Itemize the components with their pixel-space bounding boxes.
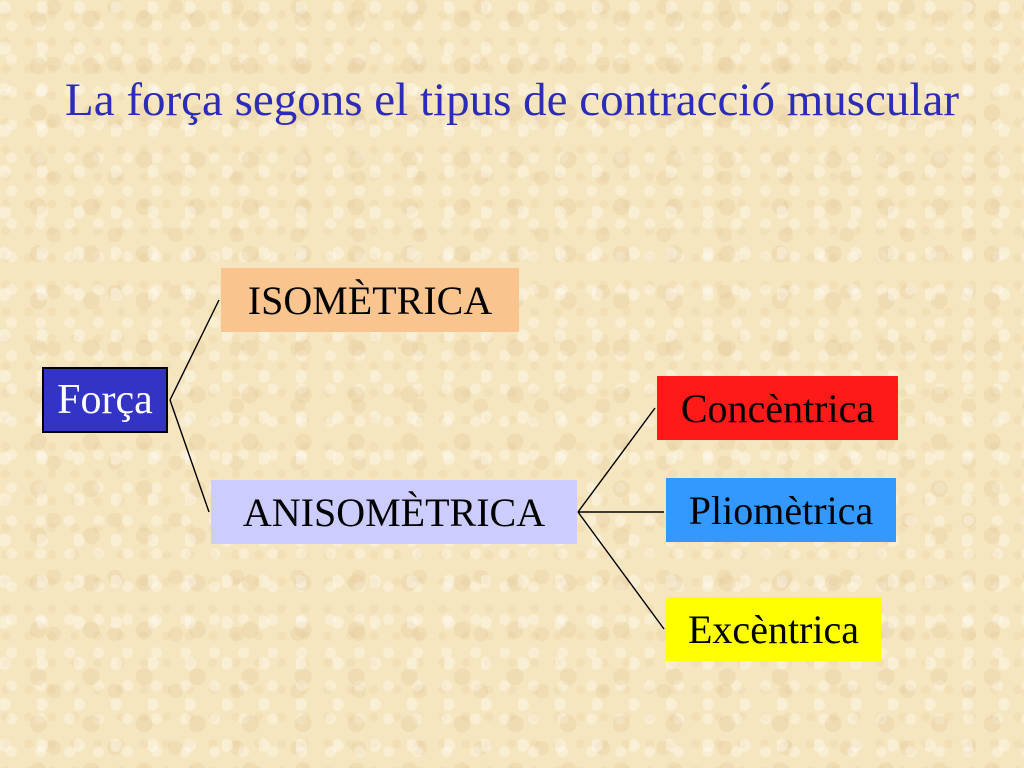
edge-forca-isometrica: [169, 299, 220, 401]
node-pliometrica: Pliomètrica: [666, 478, 896, 542]
node-isometrica: ISOMÈTRICA: [221, 268, 519, 332]
edge-forca-anisometrica: [169, 399, 210, 513]
node-concentrica: Concèntrica: [657, 376, 898, 440]
node-forca: Força: [42, 367, 168, 433]
edge-anisometrica-excentrica: [577, 511, 665, 630]
node-anisometrica: ANISOMÈTRICA: [211, 480, 577, 544]
edge-anisometrica-concentrica: [577, 407, 656, 513]
node-excentrica: Excèntrica: [666, 597, 881, 661]
slide-title: La força segons el tipus de contracció m…: [65, 74, 959, 126]
